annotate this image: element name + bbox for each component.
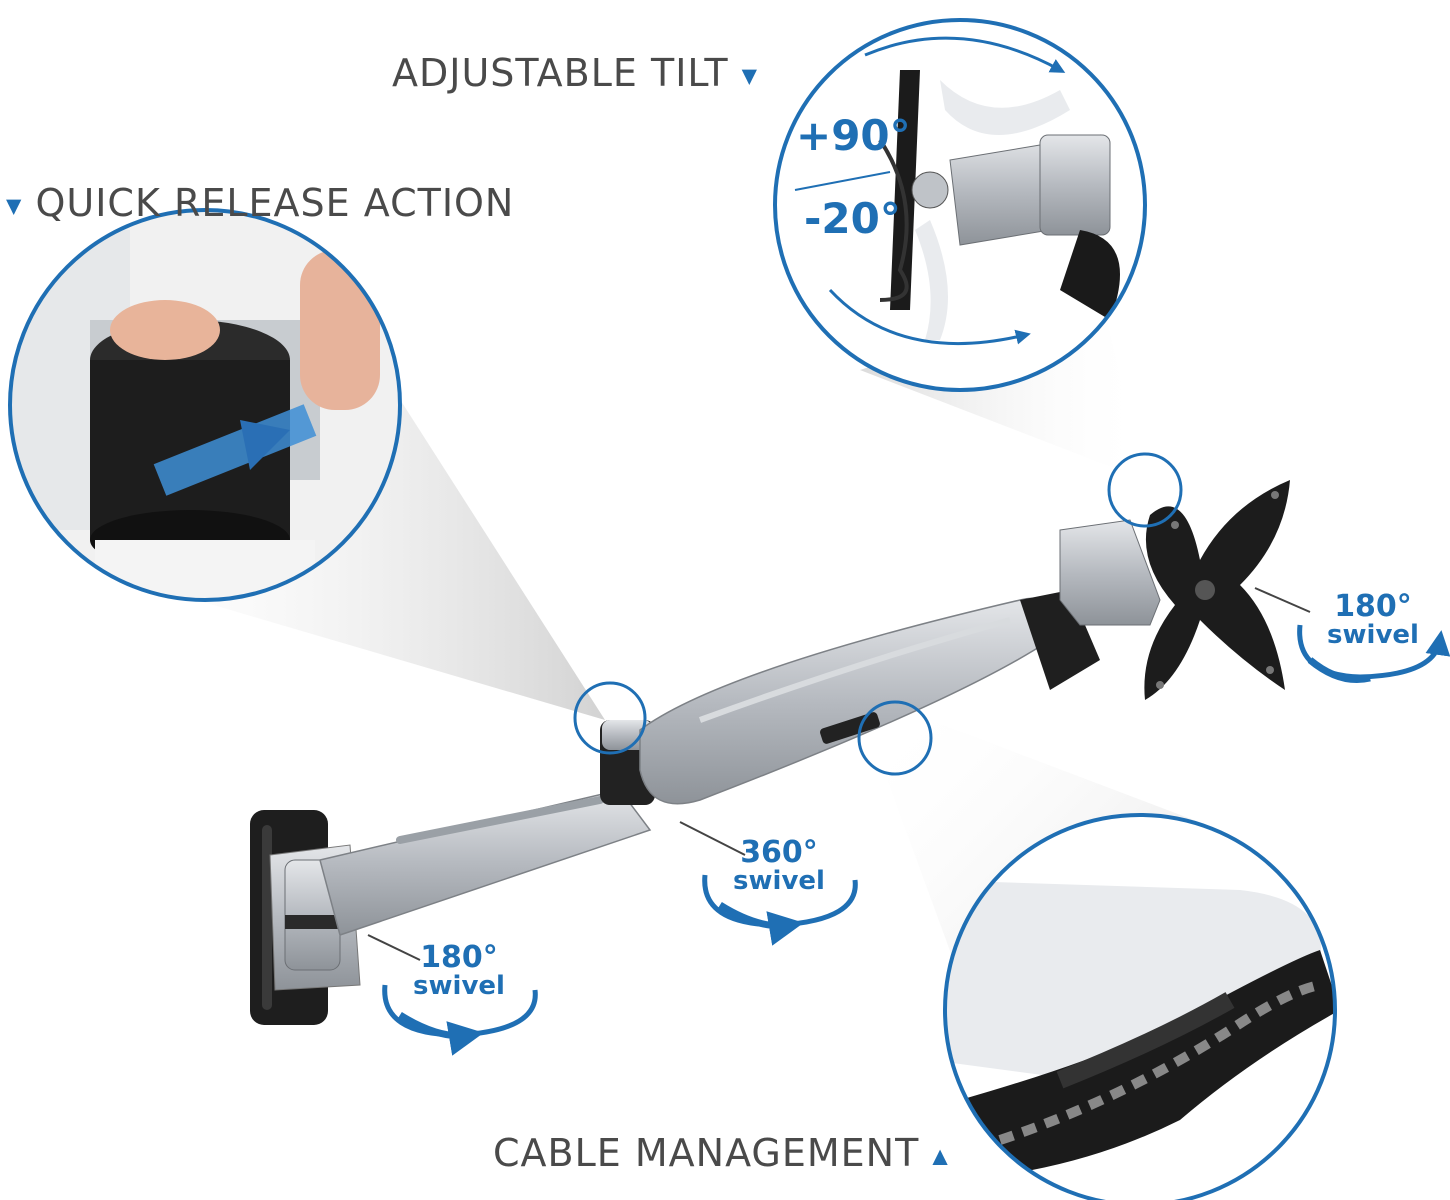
cable-management-zoom <box>945 815 1335 1200</box>
adjustable-tilt-heading: ADJUSTABLE TILT ▼ <box>392 51 759 95</box>
swivel-label-wall: 180° swivel <box>413 940 505 1001</box>
lower-arm <box>319 789 652 936</box>
tilt-arrow-top <box>864 36 1066 73</box>
tilt-down-label: -20° <box>804 194 901 243</box>
tilt-arrow-bottom <box>828 288 1031 346</box>
swivel-label-monitor: 180° swivel <box>1327 589 1419 650</box>
highlight-elbow <box>573 681 647 755</box>
swivel-label-elbow: 360° swivel <box>733 835 825 896</box>
highlight-cable <box>857 700 933 776</box>
cable-management-heading: CABLE MANAGEMENT ▲ <box>493 1131 949 1175</box>
tilt-zoom <box>775 20 1145 390</box>
triangle-down-icon: ▼ <box>741 63 759 88</box>
highlight-tilt <box>1107 452 1183 528</box>
quick-release-zoom <box>10 210 400 600</box>
quick-release-heading: ▼ QUICK RELEASE ACTION <box>6 181 515 225</box>
triangle-up-icon: ▲ <box>932 1143 949 1168</box>
triangle-down-icon: ▼ <box>6 193 23 218</box>
vesa-plate <box>1144 480 1290 700</box>
tilt-up-label: +90° <box>796 111 911 160</box>
